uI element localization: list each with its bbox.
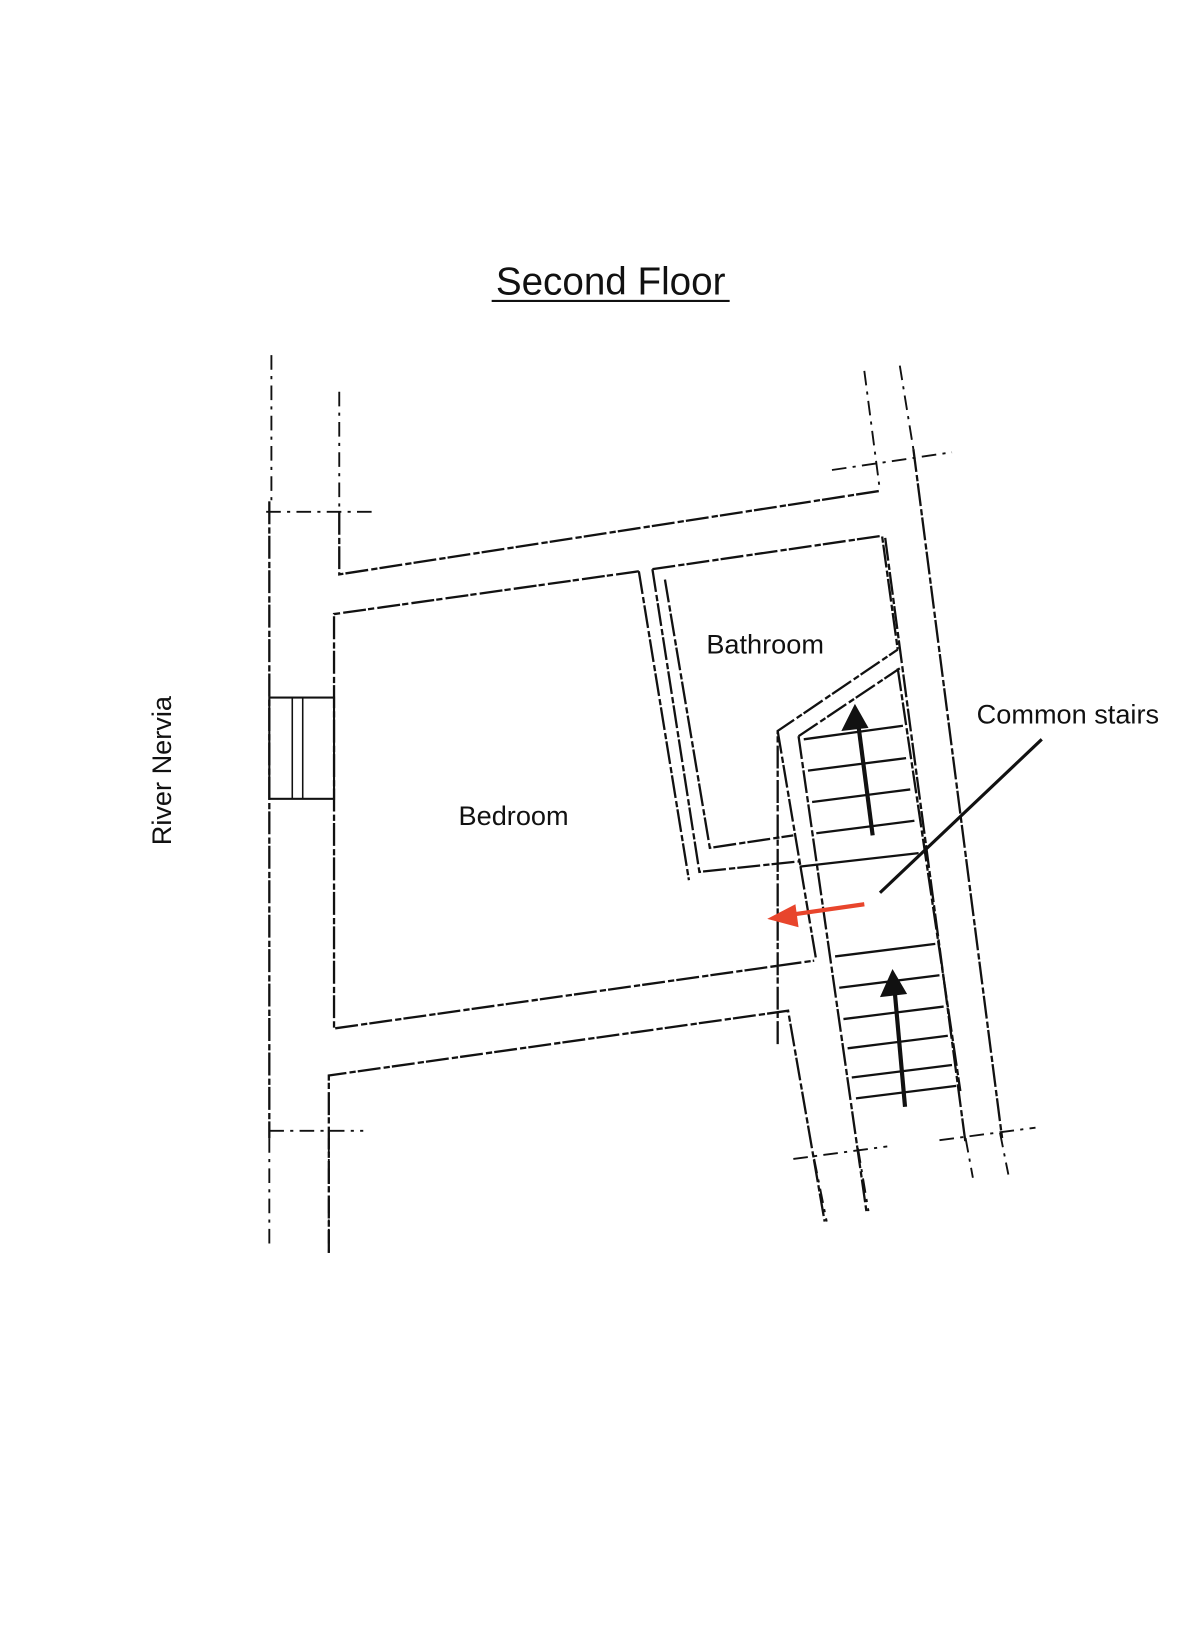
label-bedroom: Bedroom	[459, 800, 569, 831]
label-common-stairs: Common stairs	[977, 699, 1159, 730]
label-bathroom: Bathroom	[706, 629, 824, 660]
stairs-up-arrow-lower	[879, 968, 908, 1107]
entry-arrow	[767, 902, 865, 928]
stairs-leader-line	[878, 738, 1043, 894]
stairs-up-arrow-upper	[841, 703, 875, 836]
page-title: Second Floor	[496, 261, 726, 304]
walls	[268, 448, 1004, 1253]
window	[268, 696, 336, 800]
label-river: River Nervia	[146, 695, 177, 845]
